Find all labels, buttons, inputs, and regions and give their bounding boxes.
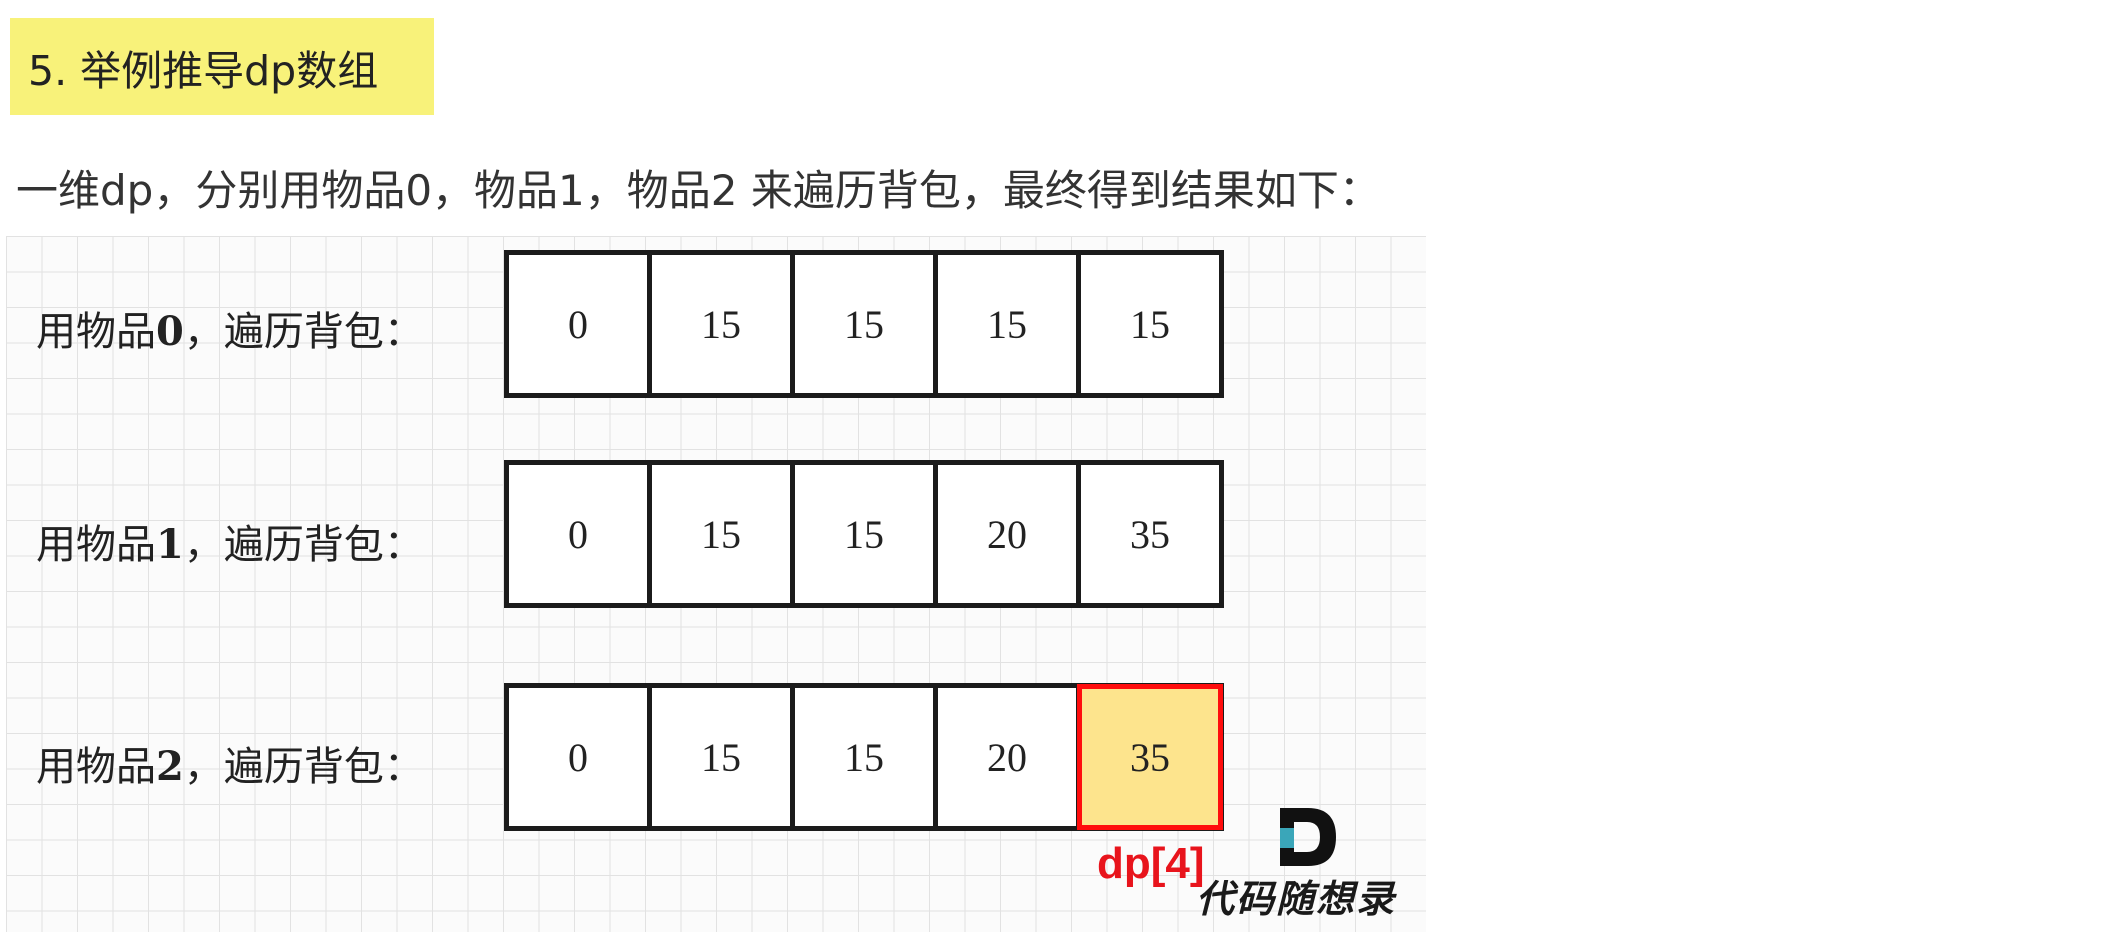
- dp-array-figure: 用物品0，遍历背包： 0 15 15 15 15 用物品1，遍历背包： 0 15…: [6, 236, 1426, 932]
- intro-paragraph: 一维dp，分别用物品0，物品1，物品2 来遍历背包，最终得到结果如下：: [16, 166, 1381, 215]
- dp-cell: 0: [509, 255, 652, 393]
- dp-cell: 15: [795, 465, 938, 603]
- dp-cell: 15: [1130, 301, 1170, 347]
- dp-row-item-2: 0 15 15 20 35: [504, 683, 1224, 831]
- dp-row-item-1: 0 15 15 20 35: [504, 460, 1224, 608]
- row-label-item-1: 用物品1，遍历背包：: [36, 521, 424, 568]
- dp-cell-highlighted: 35: [1077, 684, 1223, 830]
- logo-d-icon: [1280, 808, 1336, 866]
- dp-cell: 0: [509, 688, 652, 826]
- dp-cell: 15: [795, 255, 938, 393]
- dp-cell: 0: [509, 465, 652, 603]
- watermark-logo-text: 代码随想录: [1196, 876, 1397, 921]
- dp-cell: 20: [938, 688, 1081, 826]
- section-heading-text: 5. 举例推导dp数组: [28, 46, 379, 95]
- dp-4-label: dp[4]: [1097, 839, 1205, 888]
- section-heading: 5. 举例推导dp数组: [10, 18, 434, 115]
- watermark-logo: 代码随想录: [1196, 806, 1426, 931]
- dp-cell: 15: [652, 255, 795, 393]
- row-label-item-2: 用物品2，遍历背包：: [36, 743, 424, 790]
- dp-cell: 15: [652, 465, 795, 603]
- dp-cell: 15: [938, 255, 1081, 393]
- dp-cell: 15: [795, 688, 938, 826]
- dp-cell: 35: [1130, 511, 1170, 557]
- dp-cell: 15: [652, 688, 795, 826]
- row-label-item-0: 用物品0，遍历背包：: [36, 308, 424, 355]
- dp-cell: 20: [938, 465, 1081, 603]
- dp-row-item-0: 0 15 15 15 15: [504, 250, 1224, 398]
